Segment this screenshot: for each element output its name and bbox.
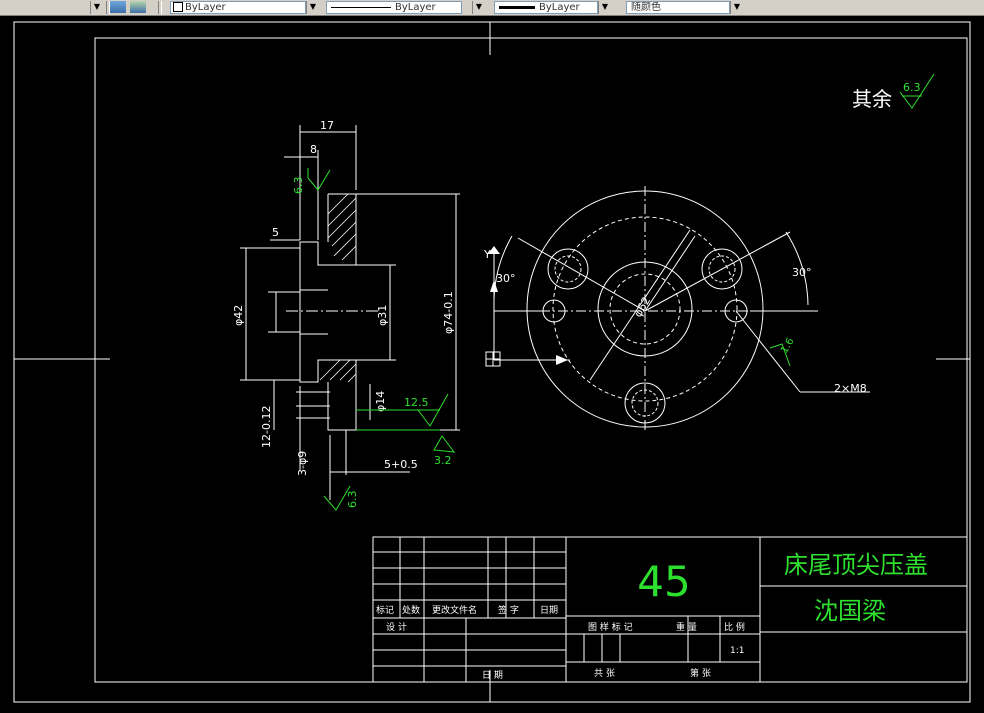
rough-6-3-bottom: 6.3 [346,491,359,509]
material-label: 45 [637,557,690,606]
angle-right: 30° [792,266,812,279]
rough-3-2: 3.2 [434,454,452,467]
chevron-down-icon[interactable]: ▼ [472,1,485,14]
dim-5: 5 [272,226,279,239]
part-name: 床尾顶尖压盖 [784,551,928,579]
hdr-stage-mark: 图 样 标 记 [588,621,633,633]
section-view [240,125,460,500]
angle-left: 30° [496,272,516,285]
linetype-dropdown-value: ByLayer [395,2,436,13]
section-dimension-texts: 17 8 5 φ42 φ31 φ74-0.1 φ14 12-0.12 5+0.5… [232,119,455,476]
axis-y-label: Y [483,248,491,261]
designer-name: 沈国梁 [814,597,886,625]
color-control-dropdown[interactable]: ByLayer [170,1,306,14]
dim-17: 17 [320,119,334,132]
toolbar-separator [158,1,162,14]
scale-value: 1:1 [730,646,744,656]
layer-states-icon[interactable] [110,1,126,13]
lineweight-dropdown-value: ByLayer [539,2,580,13]
section-roughness-symbols [307,168,456,511]
roughness-symbol-icon [769,343,791,367]
chevron-down-icon[interactable]: ▼ [730,1,743,14]
hdr-change-doc: 更改文件名 [432,604,477,616]
lineweight-control-dropdown[interactable]: ByLayer [494,1,598,14]
front-view [485,186,870,432]
thread-note: 2×M8 [834,382,867,395]
dim-phi74: φ74-0.1 [442,291,455,334]
dim-phi14: φ14 [374,391,387,412]
drawing-canvas[interactable]: 其余 6.3 [0,16,984,709]
roughness-note: 其余 6.3 [852,73,935,111]
front-view-arrows [488,246,568,365]
sheet-no: 第 张 [690,667,711,679]
rough-6-3-top: 6.3 [292,177,305,195]
roughness-symbol-icon [899,73,935,109]
chevron-down-icon[interactable]: ▼ [598,1,611,14]
section-hatching [319,193,357,383]
make-object-layer-current-icon[interactable] [130,1,146,13]
toolbar-separator [106,1,110,14]
roughness-note-label: 其余 [852,87,892,111]
row-date: 日 期 [482,670,503,681]
title-block [372,536,968,683]
sheets-total: 共 张 [594,668,615,679]
color-dropdown-value: ByLayer [185,2,226,13]
color-swatch-icon [173,2,183,12]
hdr-weight: 重 量 [676,621,697,633]
hdr-scale: 比 例 [724,621,745,633]
dim-phi31: φ31 [376,305,389,326]
hdr-mark: 标记 [376,604,394,616]
properties-toolbar: ▼ ByLayer ▼ ByLayer ▼ ByLayer ▼ 随颜色 ▼ [0,0,984,16]
linetype-control-dropdown[interactable]: ByLayer [326,1,462,14]
dim-3-phi9: 3-φ9 [296,451,309,476]
hdr-sign: 签 字 [498,604,519,616]
dim-5-tol: 5+0.5 [384,458,418,471]
dim-phi42: φ42 [232,305,245,326]
linetype-sample [331,6,391,8]
chevron-down-icon[interactable]: ▼ [306,1,319,14]
hdr-date: 日期 [540,605,558,616]
dropdown-arrow-icon[interactable]: ▼ [90,1,103,14]
dim-12: 12-0.12 [260,406,273,448]
row-design: 设 计 [386,621,407,633]
rough-12-5: 12.5 [404,396,429,409]
plotstyle-control-dropdown[interactable]: 随颜色 [626,1,730,14]
lineweight-sample [499,5,535,9]
hdr-count: 处数 [402,604,420,616]
plotstyle-dropdown-value: 随颜色 [631,2,661,13]
roughness-note-value: 6.3 [903,81,921,94]
dim-8: 8 [310,143,317,156]
